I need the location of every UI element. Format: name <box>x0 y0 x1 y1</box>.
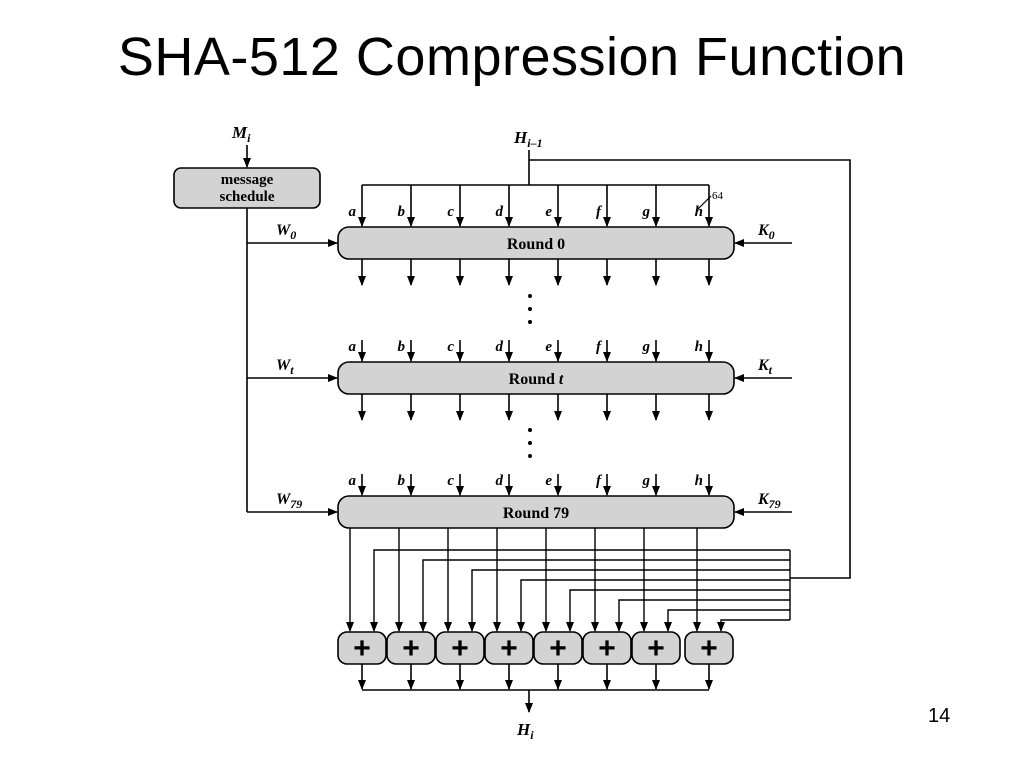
register-label-f: f <box>596 473 603 489</box>
register-label-e: e <box>545 473 552 489</box>
adder-plus-icon: + <box>647 632 665 665</box>
register-label-a: a <box>349 473 357 489</box>
register-label-h: h <box>695 473 703 489</box>
adder-plus-icon: + <box>598 632 616 665</box>
register-label-d: d <box>496 339 504 355</box>
feed-forward-line <box>529 159 851 579</box>
word-width-label: 64 <box>712 190 724 202</box>
adder-plus-icon: + <box>353 632 371 665</box>
register-label-a: a <box>349 339 357 355</box>
feed-forward-wire-g <box>664 609 790 632</box>
register-label-h: h <box>695 204 703 220</box>
register-label-d: d <box>496 473 504 489</box>
feed-forward-wire-h <box>717 619 790 632</box>
output-hash-label: Hi <box>516 720 534 742</box>
adder-plus-icon: + <box>700 632 718 665</box>
adder-b: + <box>386 631 436 690</box>
feed-forward-wire-b <box>419 559 790 632</box>
ellipsis-dots-1 <box>528 294 532 324</box>
register-label-c: c <box>447 204 454 220</box>
word-input-label: W79 <box>276 491 302 511</box>
register-label-g: g <box>642 473 651 489</box>
round-label: Round t <box>509 371 564 388</box>
adder-d: + <box>484 631 534 690</box>
adder-f: + <box>582 631 632 690</box>
register-label-d: d <box>496 204 504 220</box>
prev-hash-label: Hi–1 <box>513 128 543 150</box>
word-input-label: W0 <box>276 222 296 242</box>
word-input-label: Wt <box>276 357 294 377</box>
register-label-b: b <box>398 473 406 489</box>
adder-plus-icon: + <box>451 632 469 665</box>
register-label-g: g <box>642 204 651 220</box>
register-label-h: h <box>695 339 703 355</box>
constant-input-label: K79 <box>757 491 781 511</box>
register-label-c: c <box>447 339 454 355</box>
register-label-b: b <box>398 204 406 220</box>
adder-h: + <box>684 631 734 690</box>
feed-forward-wire-a <box>370 549 790 632</box>
adder-a: + <box>337 631 387 690</box>
register-label-f: f <box>596 339 603 355</box>
register-label-a: a <box>349 204 357 220</box>
adder-plus-icon: + <box>500 632 518 665</box>
round-label: Round 0 <box>507 236 565 253</box>
message-input-label: Mi <box>231 123 251 145</box>
feed-forward-wire-e <box>566 589 790 632</box>
feed-forward-wire-f <box>615 599 790 632</box>
register-label-e: e <box>545 204 552 220</box>
register-label-c: c <box>447 473 454 489</box>
slide-number: 14 <box>928 705 951 727</box>
constant-input-label: Kt <box>757 357 773 377</box>
adder-plus-icon: + <box>402 632 420 665</box>
feed-forward-wire-c <box>468 569 790 632</box>
ellipsis-dots-2 <box>528 428 532 458</box>
adder-c: + <box>435 631 485 690</box>
adder-g: + <box>631 631 681 690</box>
slide-title: SHA-512 Compression Function <box>117 27 907 87</box>
register-label-f: f <box>596 204 603 220</box>
register-label-e: e <box>545 339 552 355</box>
adder-e: + <box>533 631 583 690</box>
message-schedule-label-line1: message <box>221 172 274 188</box>
register-label-b: b <box>398 339 406 355</box>
feed-forward-wire-d <box>517 579 790 632</box>
round-label: Round 79 <box>503 505 569 522</box>
message-schedule-label-line2: schedule <box>219 189 274 205</box>
adder-plus-icon: + <box>549 632 567 665</box>
register-label-g: g <box>642 339 651 355</box>
constant-input-label: K0 <box>757 222 775 242</box>
